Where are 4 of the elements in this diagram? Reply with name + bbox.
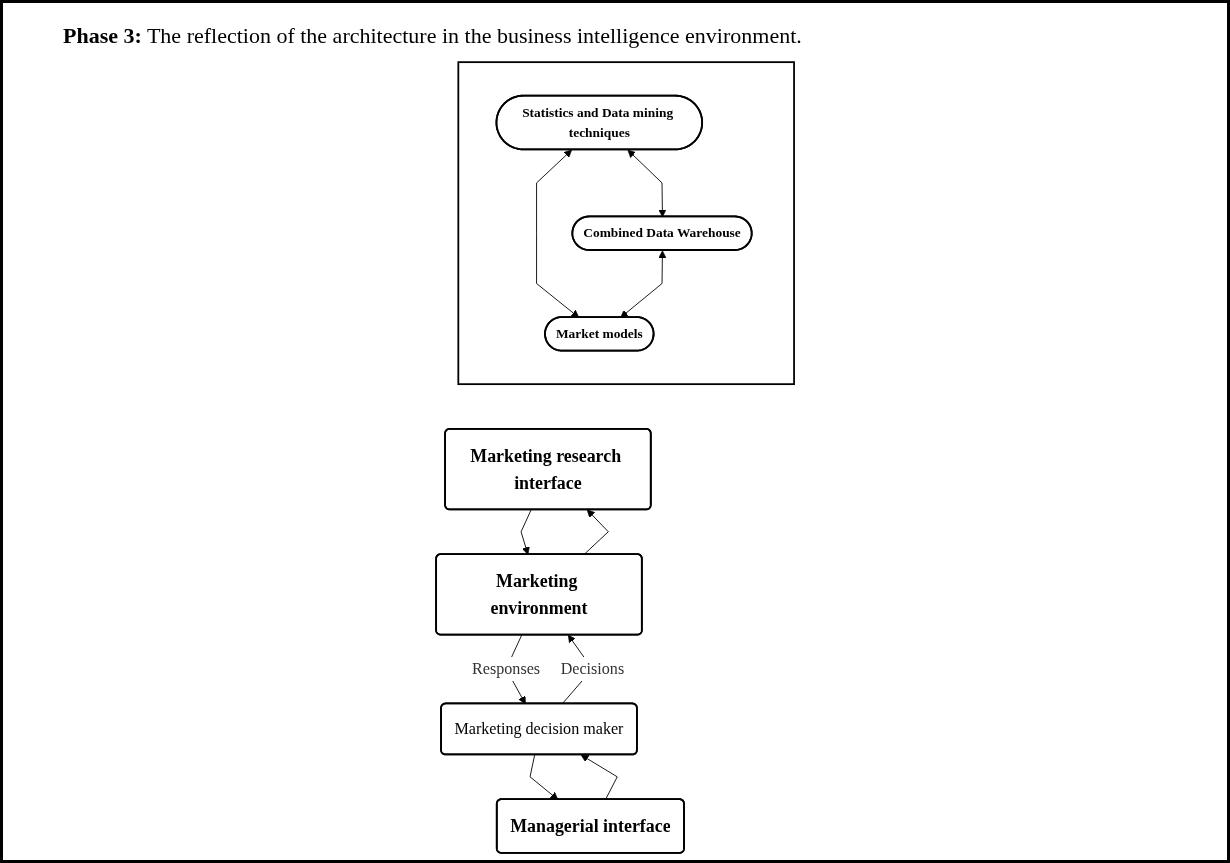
edge-label: Responses — [472, 659, 540, 678]
cluster — [457, 61, 795, 386]
edge-label: Decisions — [560, 659, 625, 678]
diagram-title: Phase 3: The reflection of the architecture in the business intelligence environment. — [63, 23, 803, 49]
